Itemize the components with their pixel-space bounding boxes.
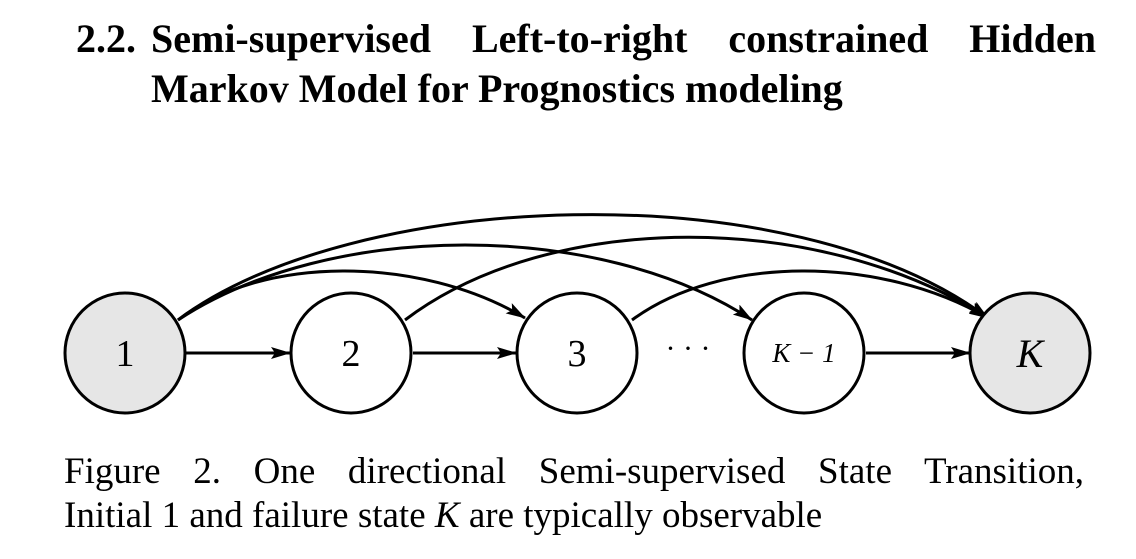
node-2: 2 <box>289 291 413 415</box>
node-2-label: 2 <box>342 333 361 375</box>
section-title-line1: Semi-supervised Left-to-right constraine… <box>151 16 1096 61</box>
node-K-1: K − 1 <box>742 291 866 415</box>
edge-1-to-K <box>177 213 989 322</box>
node-1: 1 <box>63 291 187 415</box>
node-1-label: 1 <box>116 333 135 375</box>
state-transition-diagram: 1 2 3 · · · K − 1 K <box>0 190 1136 430</box>
caption-line2-pre: Initial 1 and failure state <box>64 495 435 536</box>
edge-2-to-K <box>404 235 989 322</box>
edge-1-to-3 <box>177 269 526 322</box>
caption-line1: Figure 2. One directional Semi-supervise… <box>64 451 1084 492</box>
edge-3-to-K <box>631 269 989 322</box>
caption-line2: Initial 1 and failure state K are typica… <box>64 494 1084 538</box>
caption-line2-post: are typically observable <box>459 495 823 536</box>
section-number: 2.2. <box>76 16 136 61</box>
node-3: 3 <box>515 291 639 415</box>
section-title-line2: Markov Model for Prognostics modeling <box>151 66 843 111</box>
node-K: K <box>968 291 1092 415</box>
figure-caption: Figure 2. One directional Semi-supervise… <box>64 450 1084 538</box>
ellipsis-label: · · · <box>666 332 711 365</box>
diagram-canvas: 1 2 3 · · · K − 1 K <box>63 213 1092 415</box>
section-title: Semi-supervised Left-to-right constraine… <box>151 14 1096 114</box>
node-3-label: 3 <box>568 333 587 375</box>
caption-variable-K: K <box>434 495 460 536</box>
node-K-label: K <box>1016 331 1046 376</box>
node-K-1-label: K − 1 <box>771 338 835 368</box>
